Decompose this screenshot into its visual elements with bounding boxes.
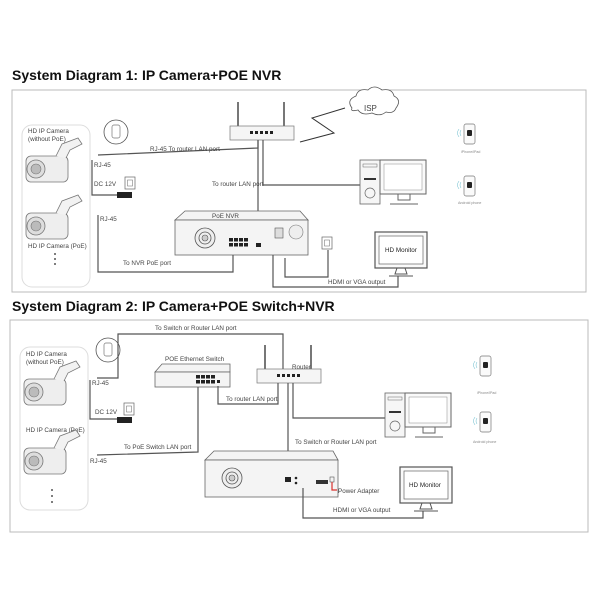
rj45-connector-detail-icon <box>95 337 121 363</box>
nvr-device <box>204 450 339 498</box>
wire-camera-router <box>97 333 284 379</box>
wire-nvr-monitor <box>302 488 424 519</box>
hd-monitor-label: HD Monitor <box>409 482 441 489</box>
wire-camera-switch <box>96 387 199 456</box>
link-switch-router-label: To Switch or Router LAN port <box>155 325 237 332</box>
router-label: Router <box>292 364 311 371</box>
hd-monitor-label: HD Monitor <box>385 247 417 254</box>
wire-nvr-power <box>284 250 329 278</box>
hdmi-label: HDMI or VGA output <box>333 507 391 514</box>
rj45-label-b: RJ-45 <box>100 216 117 223</box>
power-adapter-icon <box>117 417 132 423</box>
power-outlet-icon <box>124 176 136 190</box>
camera-no-poe-label: HD IP Camera <box>28 128 69 135</box>
rj45-connector-detail-icon <box>103 119 129 145</box>
rj45-label-b: RJ-45 <box>90 458 107 465</box>
iphone-label: iPhone/iPad <box>477 391 496 395</box>
power-adapter-label: Power Adapter <box>338 488 379 495</box>
iphone-label: iPhone/iPad <box>461 150 480 154</box>
diagram1-title: System Diagram 1: IP Camera+POE NVR <box>12 67 281 83</box>
camera-no-poe-label: HD IP Camera <box>26 351 67 358</box>
switch-label: POE Ethernet Switch <box>165 356 225 363</box>
link-nvr-poe-label: To NVR PoE port <box>123 260 171 267</box>
diagram1-camera-group: HD IP Camera (without PoE) HD IP Camera … <box>21 124 91 288</box>
isp-cloud: ISP <box>349 86 399 116</box>
diagram2-title: System Diagram 2: IP Camera+POE Switch+N… <box>12 298 335 314</box>
camera-poe-label: HD IP Camera (PoE) <box>28 243 87 250</box>
power-outlet-icon <box>123 402 135 416</box>
camera-no-poe-label-2: (without PoE) <box>26 359 64 366</box>
dc12v-label: DC 12V <box>95 409 118 416</box>
camera-no-poe-label-2: (without PoE) <box>28 136 66 143</box>
poe-switch-device: POE Ethernet Switch <box>154 356 231 388</box>
wire-switch-router <box>217 383 279 405</box>
rj45-label-a: RJ-45 <box>94 162 111 169</box>
isp-label: ISP <box>364 104 377 113</box>
poe-nvr-device: PoE NVR <box>173 210 309 256</box>
rj45-label-a: RJ-45 <box>92 380 109 387</box>
dc12v-label: DC 12V <box>94 181 117 188</box>
link-poe-switch-label: To PoE Switch LAN port <box>124 444 191 451</box>
camera-poe-label: HD IP Camera (PoE) <box>26 427 85 434</box>
wire-router-pc <box>262 140 360 186</box>
nvr-label: PoE NVR <box>212 213 239 220</box>
link-nvr-label: To Switch or Router LAN port <box>295 439 377 446</box>
power-adapter-icon <box>117 192 132 198</box>
link-router-label: RJ-45 To router LAN port <box>150 146 220 153</box>
wire-nvr-monitor <box>272 255 399 288</box>
power-outlet-icon-2 <box>321 236 333 250</box>
android-label: Android phone <box>458 201 481 205</box>
diagram2-camera-group: HD IP Camera (without PoE) HD IP Camera … <box>19 346 89 511</box>
hdmi-label: HDMI or VGA output <box>328 279 386 286</box>
wire-camera-nvr <box>97 215 234 273</box>
wireless-link-icon <box>299 107 346 143</box>
link-nvr-router-label: To router LAN port <box>212 181 264 188</box>
link-switch-to-router-label: To router LAN port <box>226 396 278 403</box>
wire-power-adapter <box>331 482 337 491</box>
wire-router-pc <box>292 383 385 419</box>
android-label: Android phone <box>473 440 496 444</box>
